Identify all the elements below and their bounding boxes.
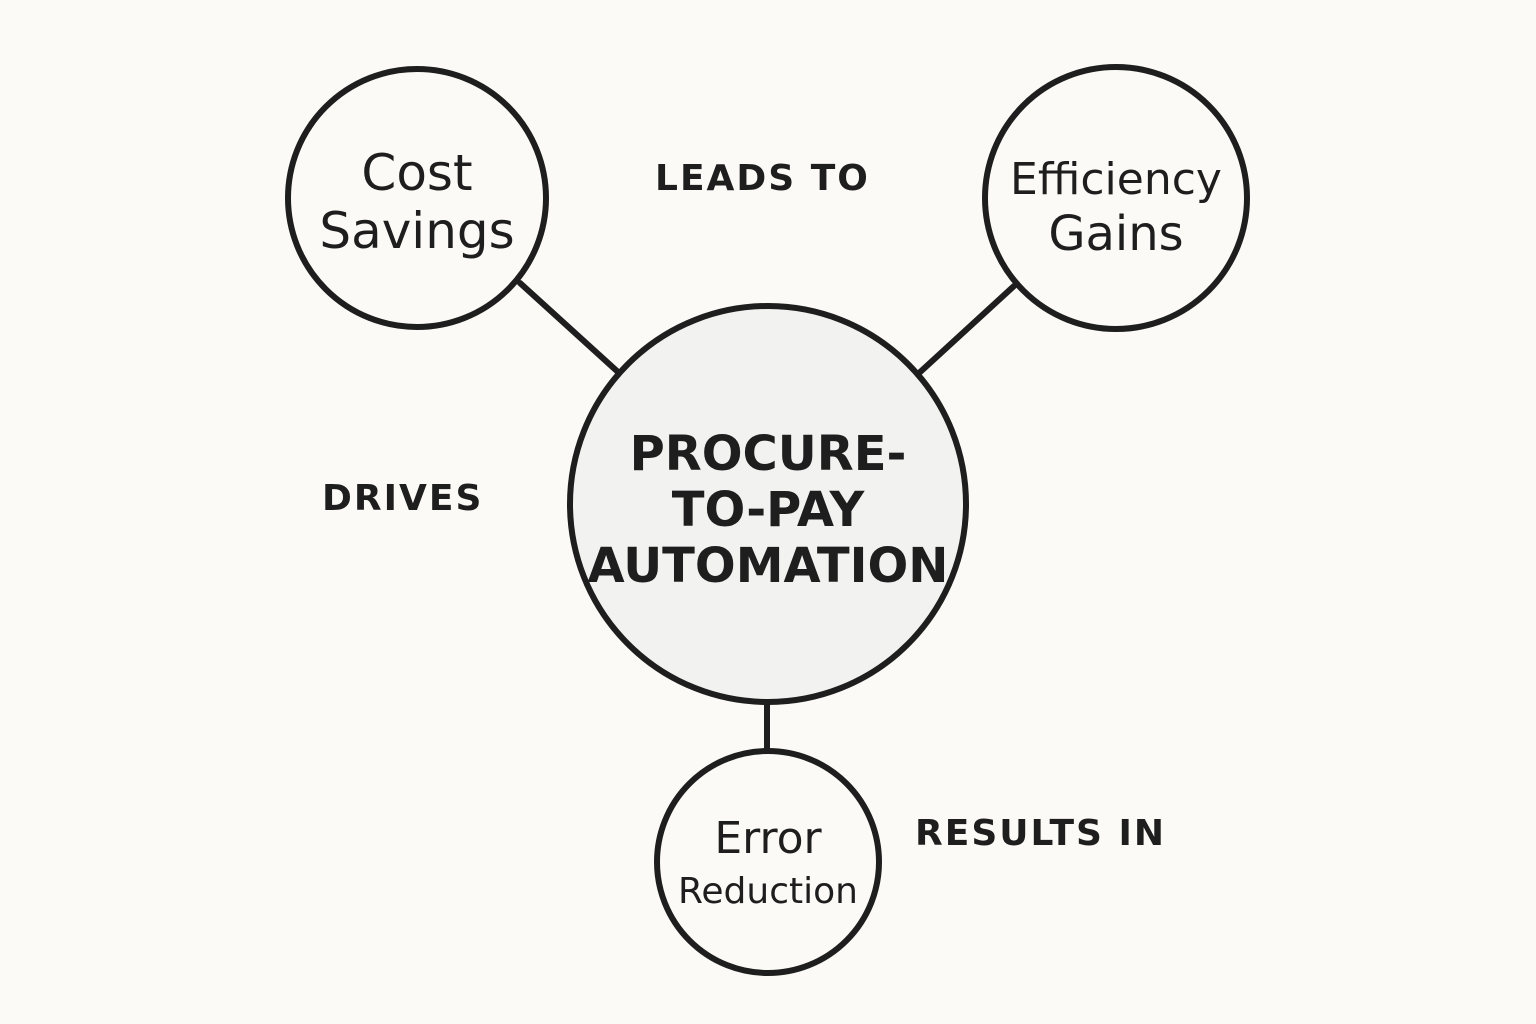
efficiency-gains-label-line-1: Efficiency (1010, 154, 1222, 205)
efficiency-gains-label-line-2: Gains (1048, 206, 1183, 262)
connector-cost-savings (517, 280, 621, 375)
center-label-line-1: PROCURE- (630, 426, 907, 482)
relation-label-drives: DRIVES (322, 478, 483, 519)
error-reduction-label-line-2: Reduction (678, 871, 858, 912)
error-reduction-circle (654, 748, 882, 976)
relation-label-results-in: RESULTS IN (915, 813, 1166, 854)
error-reduction-label-line-1: Error (714, 813, 822, 864)
center-node-circle (567, 303, 969, 705)
center-label-line-2: TO-PAY (672, 482, 866, 538)
cost-savings-circle (285, 66, 549, 330)
efficiency-gains-node: Efficiency Gains (982, 64, 1250, 332)
cost-savings-label-line-1: Cost (361, 144, 472, 202)
relation-label-leads-to: LEADS TO (655, 158, 870, 199)
cost-savings-node: Cost Savings (285, 66, 549, 330)
center-label-line-3: AUTOMATION (588, 538, 949, 594)
efficiency-gains-circle (982, 64, 1250, 332)
center-node: PROCURE- TO-PAY AUTOMATION (567, 303, 969, 705)
cost-savings-label-line-2: Savings (319, 202, 514, 260)
error-reduction-node: Error Reduction (654, 748, 882, 976)
connector-efficiency-gains (915, 283, 1017, 377)
